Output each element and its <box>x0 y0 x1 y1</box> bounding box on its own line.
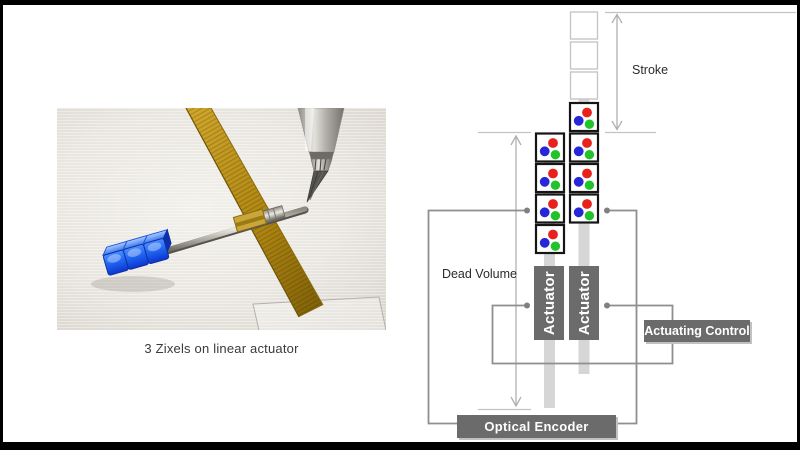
gold-clamp <box>232 208 267 233</box>
zixel-rgb-cell-icon <box>534 193 566 224</box>
empty-cell-icon <box>569 71 599 100</box>
actuator-right-box: Actuator <box>569 266 599 340</box>
cube-shadow <box>91 276 175 292</box>
actuator-left-box: Actuator <box>534 266 564 340</box>
probe-pen <box>297 108 345 203</box>
zixel-cell-stacks <box>534 11 600 255</box>
dead-volume-arrow <box>510 134 522 408</box>
zixel-rgb-cell-icon <box>534 162 566 194</box>
empty-cell-icon <box>569 41 599 70</box>
actuating-control-label: Actuating Control <box>644 324 750 338</box>
photo-illustration <box>91 108 386 330</box>
zixel-rgb-cell-icon <box>534 132 566 163</box>
zixel-rgb-cell-icon <box>568 132 600 163</box>
optical-encoder-label: Optical Encoder <box>484 419 589 434</box>
reference-lines <box>478 11 796 411</box>
empty-cell-icon <box>569 11 599 40</box>
zixel-rgb-cell-icon <box>568 193 600 224</box>
right-piston-rod <box>578 98 590 374</box>
zixel-actuator-photo <box>57 108 386 330</box>
zixel-rgb-cell-icon <box>534 223 566 255</box>
stroke-arrow <box>611 13 623 131</box>
zixel-rgb-cell-icon <box>568 101 600 133</box>
connector-dots <box>524 207 610 309</box>
encoder-feedback-lines <box>427 209 638 425</box>
actuating-control-box: Actuating Control <box>644 320 750 342</box>
dead-volume-label: Dead Volume <box>441 267 517 281</box>
control-lines <box>491 304 674 365</box>
optical-encoder-box: Optical Encoder <box>457 415 616 438</box>
zixel-rgb-cell-icon <box>568 162 600 194</box>
zixel-cubes <box>102 228 172 276</box>
glass-slide <box>252 296 386 330</box>
actuator-left-label: Actuator <box>540 270 558 336</box>
stroke-label: Stroke <box>632 63 669 77</box>
photo-caption: 3 Zixels on linear actuator <box>144 341 299 356</box>
actuator-right-label: Actuator <box>575 270 593 336</box>
